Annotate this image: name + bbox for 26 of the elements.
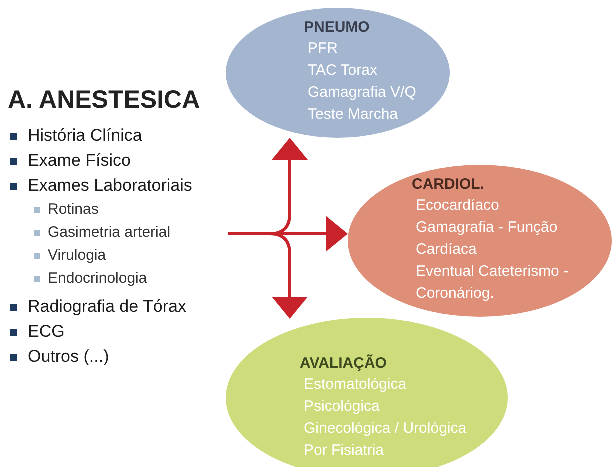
list-item: Exames Laboratoriais xyxy=(8,173,228,198)
list-item: Radiografia de Tórax xyxy=(8,294,228,319)
node-item: PFR xyxy=(308,39,339,59)
list-item: História Clínica xyxy=(8,123,228,148)
node-item: Ecocardíaco xyxy=(416,196,500,216)
list-item: Exame Físico xyxy=(8,148,228,173)
arrow xyxy=(228,232,308,319)
node-heading: CARDIOL. xyxy=(412,175,486,195)
node-item: Gamagrafia V/Q xyxy=(308,83,418,103)
node-heading: AVALIAÇÃO xyxy=(300,354,388,374)
node-item: TAC Torax xyxy=(308,61,378,81)
list-item: Rotinas xyxy=(8,198,228,221)
node-item: Psicológica xyxy=(304,397,381,417)
list-item: ECG xyxy=(8,319,228,344)
node-item: Teste Marcha xyxy=(308,105,400,125)
list-item: Gasimetria arterial xyxy=(8,221,228,244)
node-item: Eventual Cateterismo - Coronáriog. xyxy=(416,262,570,304)
section-heading: A. ANESTESICA xyxy=(8,86,202,115)
list-item: Outros (...) xyxy=(8,344,228,369)
node-item: Estomatológica xyxy=(304,375,408,395)
list-item: Endocrinologia xyxy=(8,267,228,290)
list-item: Virulogia xyxy=(8,244,228,267)
node-item: Gamagrafia - Função Cardíaca xyxy=(416,218,559,260)
node-heading: PNEUMO xyxy=(304,18,371,38)
node-item: Por Fisiatria xyxy=(304,441,386,461)
node-item: Ginecológica / Urológica xyxy=(304,419,468,439)
